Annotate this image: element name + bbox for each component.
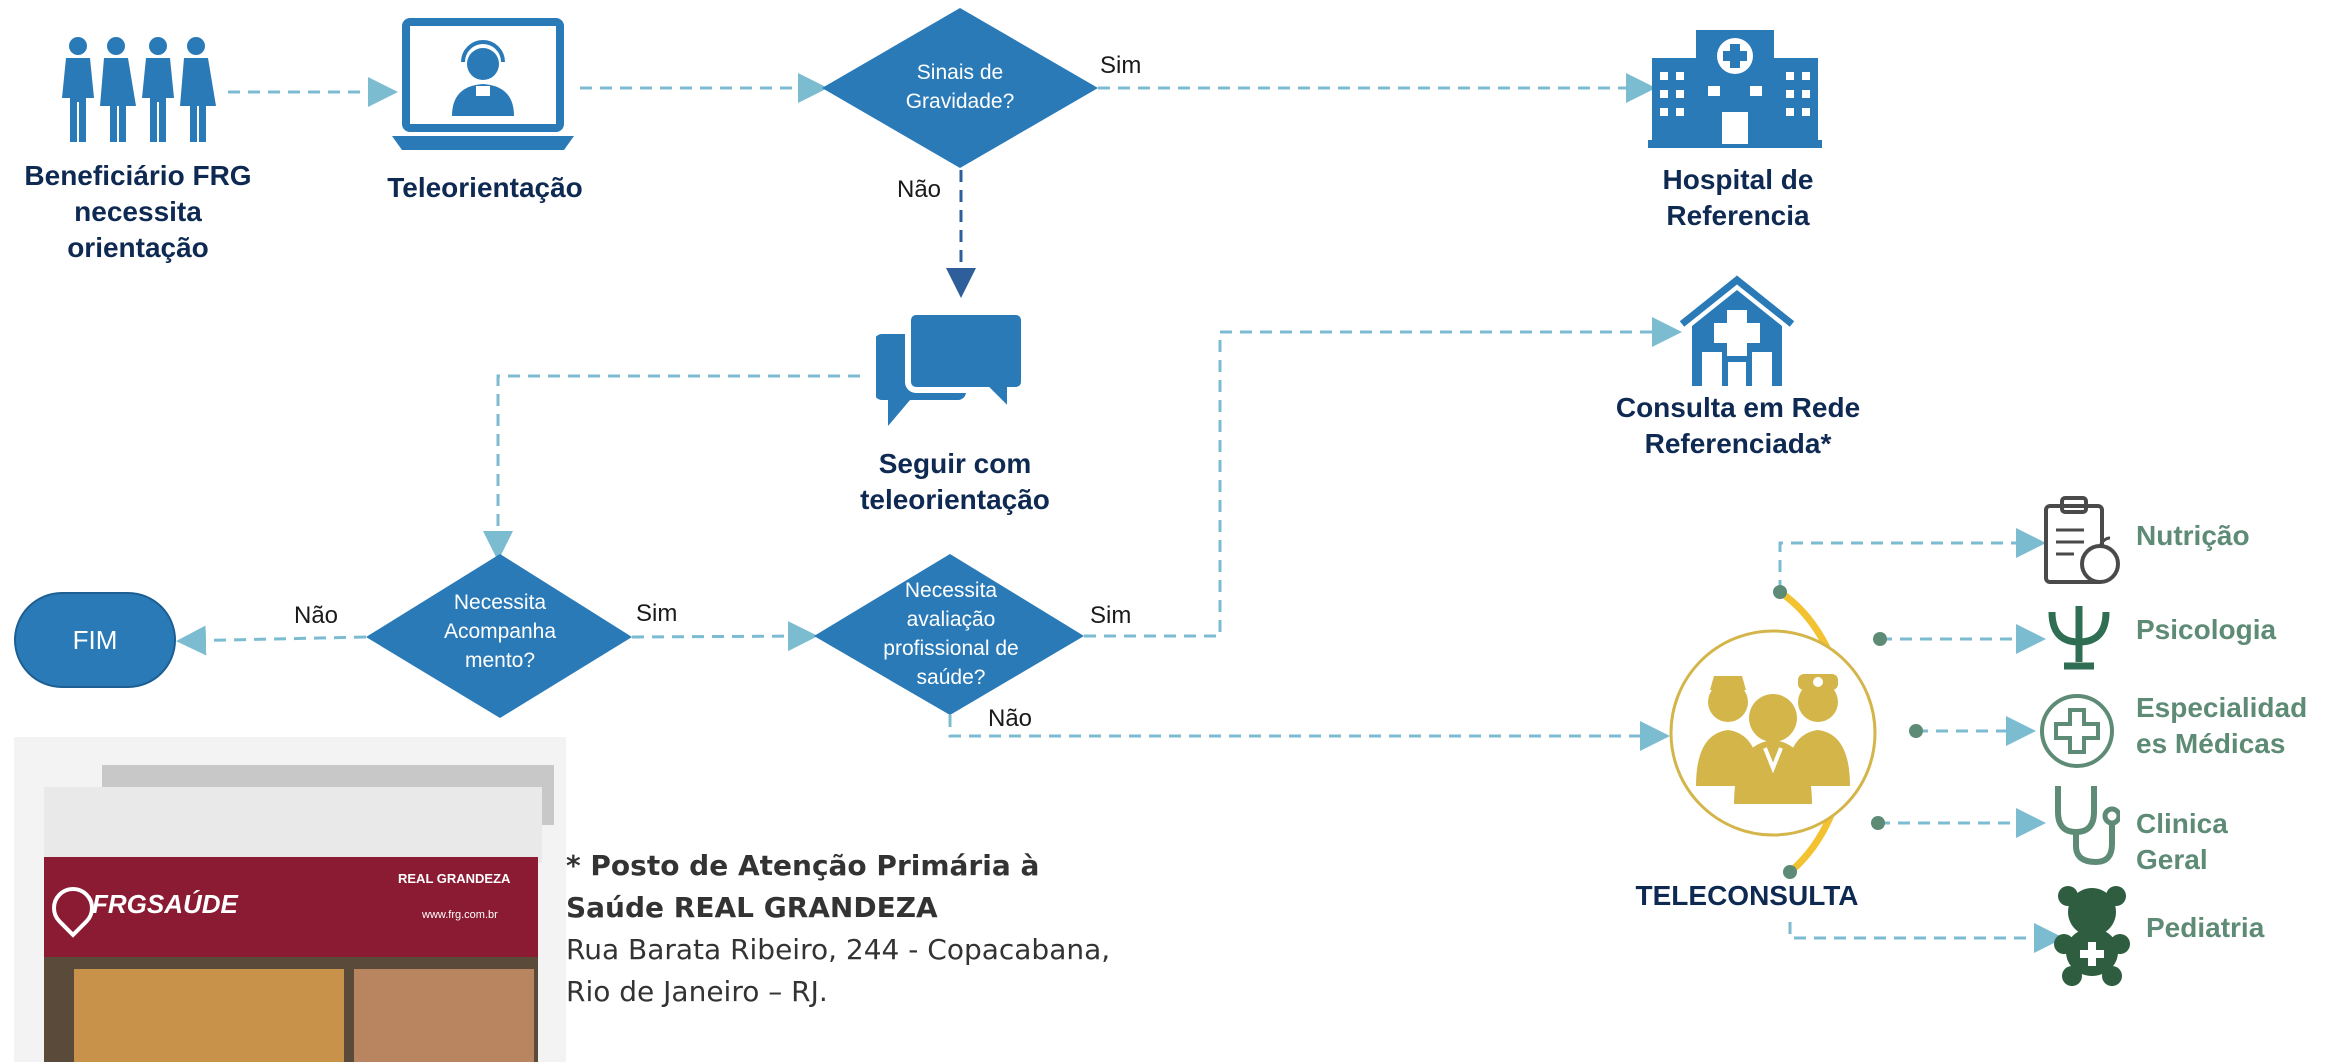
connector-nutrition	[1778, 528, 2046, 592]
network-consultation-label: Consulta em Rede Referenciada*	[1615, 392, 1861, 459]
referral-note: * Posto de Atenção Primária à Saúde REAL…	[566, 845, 1132, 1013]
laptop-doctor-icon	[392, 18, 574, 150]
medical-cross-icon	[2040, 694, 2114, 768]
end-label: FIM	[72, 624, 118, 655]
teleconsulta-label: TELECONSULTA	[1635, 880, 1859, 911]
continue-teleorientation-label: Seguir com teleorientação	[860, 448, 1050, 515]
connector-professional-network	[1084, 317, 1682, 638]
followup-question-text: Necessita Acompanha mento?	[443, 591, 557, 672]
note-address: Rua Barata Ribeiro, 244 - Copacabana, Ri…	[566, 933, 1111, 1008]
psychology-psi-icon	[2048, 606, 2110, 670]
teddy-bear-icon	[2054, 886, 2130, 986]
arc-dot	[1909, 724, 1923, 738]
note-title: * Posto de Atenção Primária à Saúde REAL…	[566, 849, 1040, 924]
connector-professional-teleconsulta	[948, 715, 1670, 751]
specialty-pediatrics: Pediatria	[2146, 912, 2265, 943]
severity-no-label: Não	[897, 176, 942, 203]
connector-followup-end	[176, 625, 367, 656]
professional-question-text: Necessita avaliação profissional de saúd…	[883, 579, 1019, 689]
professional-yes-label: Sim	[1090, 602, 1132, 629]
severity-diamond	[822, 8, 1098, 168]
arc-dot	[1873, 632, 1887, 646]
clinic-icon	[1679, 275, 1795, 386]
arc-dot	[1871, 816, 1885, 830]
arc-dot	[1783, 865, 1797, 879]
sign-partner: REAL GRANDEZA	[398, 871, 511, 886]
specialty-nutrition: Nutrição	[2136, 520, 2250, 551]
connector-chat-followup	[483, 374, 860, 561]
hospital-label: Hospital de Referencia	[1662, 164, 1814, 231]
severity-yes-label: Sim	[1100, 52, 1142, 79]
connector-followup-professional	[631, 621, 818, 652]
stethoscope-icon	[2055, 786, 2120, 866]
arc-dot	[1773, 585, 1787, 599]
chat-bubbles-icon	[876, 309, 1024, 426]
medical-team-icon	[1669, 629, 1877, 837]
connector-pediatrics	[1788, 922, 2064, 953]
professional-no-label: Não	[988, 705, 1033, 732]
followup-yes-label: Sim	[636, 600, 678, 627]
sign-url: www.frg.com.br	[422, 909, 498, 921]
teleorientation-label: Teleorientação	[387, 172, 583, 203]
sign-brand: FRGSAÚDE	[92, 889, 238, 919]
facade-sign: FRGSAÚDE REAL GRANDEZA www.frg.com.br	[38, 857, 538, 957]
beneficiary-label: Beneficiário FRG necessita orientação	[24, 160, 252, 263]
people-group-icon	[62, 37, 216, 142]
clinic-facade-photo: FRGSAÚDE REAL GRANDEZA www.frg.com.br	[14, 737, 566, 1062]
severity-question-text: Sinais de Gravidade?	[905, 61, 1015, 113]
end-terminator: FIM	[14, 592, 176, 688]
specialty-medical: Especialidad es Médicas	[2136, 692, 2308, 759]
followup-no-label: Não	[294, 602, 339, 629]
hospital-icon	[1648, 30, 1822, 148]
followup-diamond	[366, 554, 632, 718]
specialty-general: Clinica Geral	[2136, 808, 2228, 875]
specialty-psychology: Psicologia	[2136, 614, 2277, 645]
professional-diamond	[814, 554, 1084, 715]
nutrition-clipboard-icon	[2044, 496, 2120, 584]
